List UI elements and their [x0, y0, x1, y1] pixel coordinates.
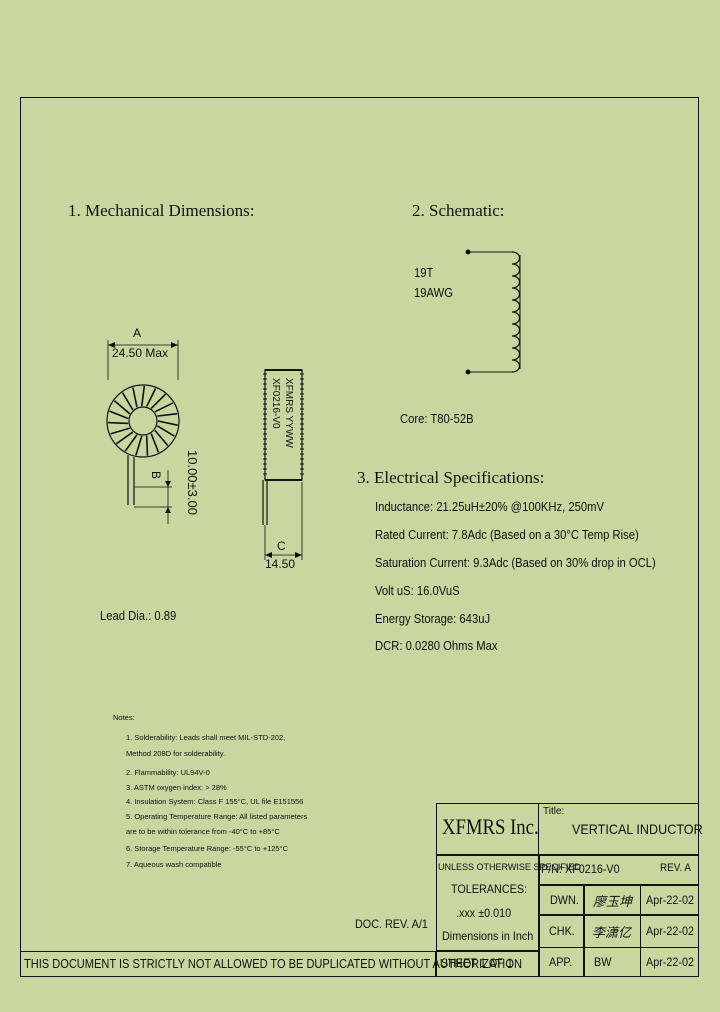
schematic-turns: 19T [414, 266, 434, 280]
inductor-coil [511, 251, 521, 373]
drawing-title: VERTICAL INDUCTOR [572, 821, 703, 837]
tolerance-value: .xxx ±0.010 [456, 906, 512, 920]
pn-cell [539, 855, 699, 885]
section-mechanical-title: 1. Mechanical Dimensions: [68, 201, 255, 220]
notes-title: Notes: [113, 713, 135, 722]
dim-b-value: 10.00±3.00 [185, 450, 200, 515]
schematic-dot-bottom [465, 369, 471, 375]
sheet-cell [436, 951, 539, 977]
company-name: XFMRS Inc. [442, 814, 539, 839]
toroid-winding [121, 392, 134, 411]
signoff-row [539, 915, 699, 948]
spec-rated-current: Rated Current: 7.8Adc (Based on a 30°C T… [375, 528, 639, 542]
toroid-winding [157, 412, 178, 417]
note-line: 4. Insulation System: Class F 155°C, UL … [126, 797, 304, 806]
unless-specified: UNLESS OTHERWISE SPECIFIED [438, 862, 581, 872]
toroid-winding [145, 435, 149, 456]
spec-volt-us: Volt uS: 16.0VuS [375, 584, 460, 598]
signoff-row [539, 885, 699, 915]
company-cell [436, 803, 539, 855]
part-number: P/N: XF0216-V0 [541, 862, 620, 876]
dwn-label: DWN. [550, 893, 579, 907]
toroid-winding [109, 410, 129, 420]
note-line: 7. Aqueous wash compatible [126, 860, 222, 869]
toroid-outline [106, 384, 180, 458]
toroid-winding [110, 427, 131, 435]
toroid-winding [124, 434, 138, 452]
dwn-date: Apr-22-02 [646, 893, 695, 907]
title-label: Title: [543, 806, 565, 817]
chk-date: Apr-22-02 [646, 924, 695, 938]
chk-label: CHK. [549, 924, 575, 938]
toroid-winding [132, 387, 138, 408]
lead-dia: Lead Dia.: 0.89 [100, 609, 177, 623]
section-schematic-title: 2. Schematic: [412, 201, 505, 220]
toroid-winding [108, 421, 129, 425]
revision: REV. A [660, 862, 692, 874]
toroid-winding [113, 400, 131, 415]
sheet-number: SHEET 1 OF 1 [441, 956, 513, 970]
schematic-wire: 19AWG [414, 286, 453, 300]
disclaimer-cell [20, 951, 436, 977]
tolerance-cell [436, 855, 539, 951]
dim-a-label: A [133, 326, 142, 340]
doc-rev: DOC. REV. A/1 [355, 917, 428, 931]
app-label: APP. [549, 955, 573, 969]
side-marking-2: XF0216-V0 [270, 378, 281, 429]
schematic-core: Core: T80-52B [400, 412, 474, 426]
spec-saturation-current: Saturation Current: 9.3Adc (Based on 30%… [375, 556, 656, 570]
chk-signature: 李潇亿 [592, 926, 632, 941]
toroid-winding [140, 385, 146, 407]
toroid-winding [135, 435, 143, 456]
section-electrical-title: 3. Electrical Specifications: [357, 468, 545, 487]
tolerances-label: TOLERANCES: [451, 882, 528, 896]
app-date: Apr-22-02 [646, 955, 695, 969]
spec-inductance: Inductance: 21.25uH±20% @100KHz, 250mV [375, 500, 604, 514]
note-line: 6. Storage Temperature Range: -55°C to +… [126, 844, 288, 853]
toroid-winding [154, 402, 174, 413]
disclaimer: THIS DOCUMENT IS STRICTLY NOT ALLOWED TO… [24, 956, 522, 971]
dim-a-value: 24.50 Max [112, 346, 169, 360]
note-line: are to be within tolerance from -40°C to… [126, 827, 280, 836]
side-marking-1: XFMRS YYWW [283, 378, 294, 448]
note-line: 3. ASTM oxygen index: > 28% [126, 783, 227, 792]
spec-dcr: DCR: 0.0280 Ohms Max [375, 639, 498, 653]
note-line: Method 208D for solderability. [126, 749, 226, 758]
spec-energy-storage: Energy Storage: 643uJ [375, 612, 491, 626]
toroid-winding [115, 431, 134, 445]
toroid-winding [157, 420, 178, 426]
dim-c-value: 14.50 [265, 557, 296, 571]
toroid-winding [154, 429, 169, 447]
dimensions-unit: Dimensions in Inch [442, 929, 534, 943]
toroid-winding [150, 433, 160, 453]
dwn-signature: 廖玉坤 [593, 895, 633, 910]
dim-b-label: B [149, 470, 164, 480]
toroid-winding [156, 425, 175, 437]
note-line: 1. Solderability: Leads shall meet MIL-S… [126, 733, 286, 742]
note-line: 5. Operating Temperature Range: All list… [126, 812, 308, 821]
toroid-winding [145, 387, 157, 407]
note-line: 2. Flammability: UL94V-0 [126, 768, 210, 777]
toroid-winding [150, 393, 167, 410]
schematic-dot-top [465, 249, 471, 255]
app-signature: BW [594, 955, 612, 969]
dim-c-label: C [277, 539, 286, 553]
